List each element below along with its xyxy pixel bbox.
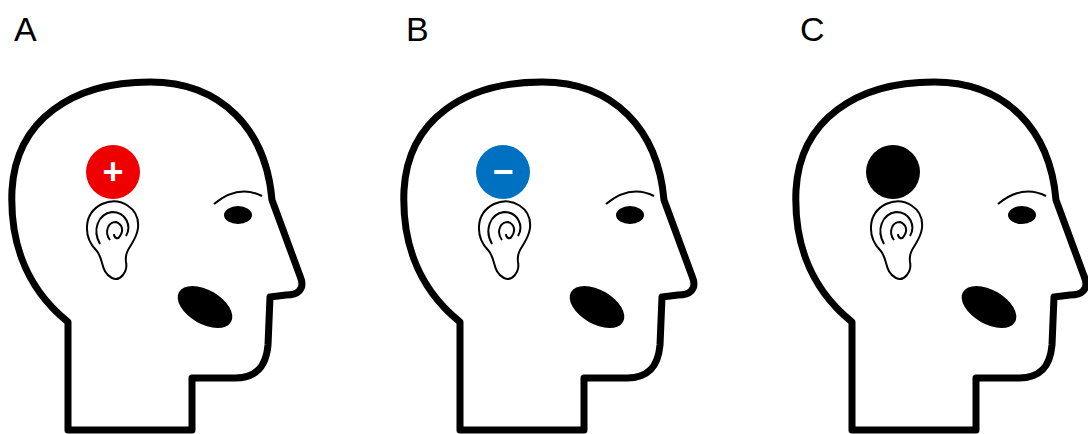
head-b	[404, 82, 694, 430]
panel-letter: C	[800, 12, 825, 46]
charge-sign: −	[492, 154, 513, 190]
charge-sign: +	[102, 154, 123, 190]
circle-fill	[476, 145, 530, 199]
black-dot	[866, 145, 920, 199]
charge-circle: +	[86, 145, 140, 199]
charge-circle: −	[476, 145, 530, 199]
head-c	[796, 82, 1086, 430]
circle-fill	[86, 145, 140, 199]
panel-letter: B	[406, 12, 429, 46]
panel-letter: A	[14, 12, 37, 46]
head-a	[12, 82, 302, 430]
